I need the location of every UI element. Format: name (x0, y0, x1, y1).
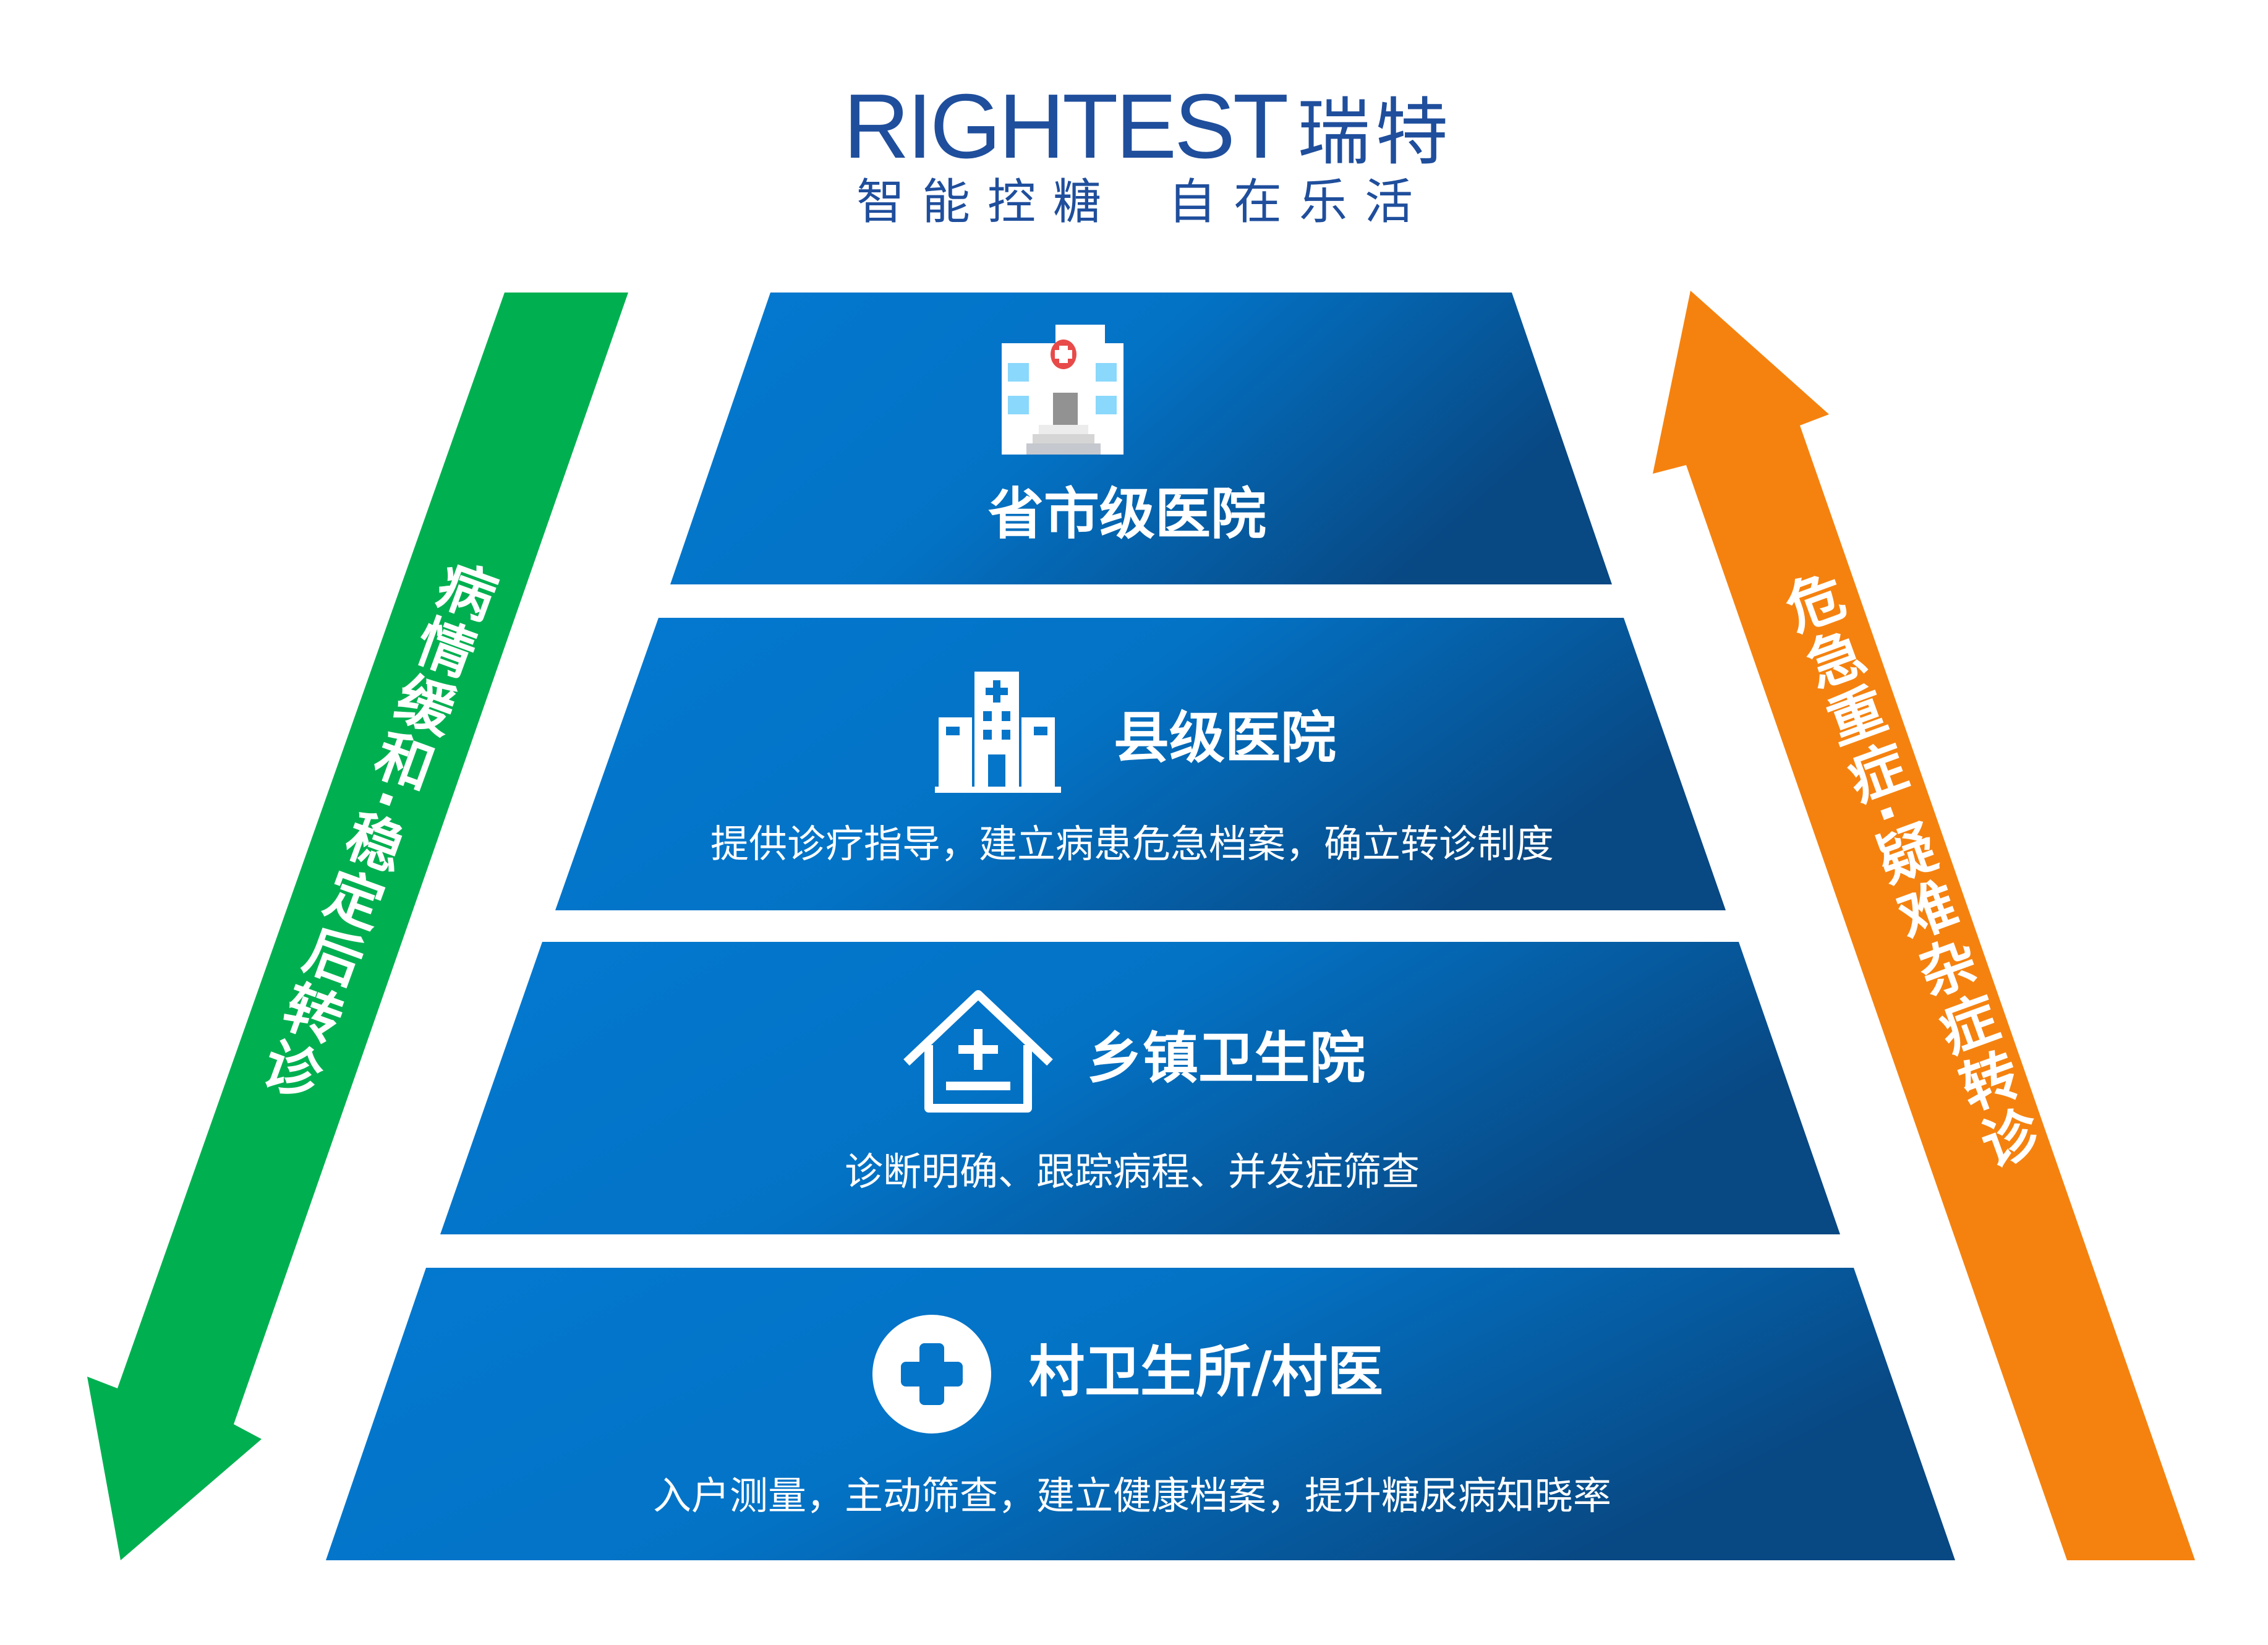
tier-3-description: 诊断明确、跟踪病程、并发症筛查 (844, 1149, 1420, 1194)
county-hospital-icon (935, 672, 1061, 793)
tier-4-title: 村卫生所/村医 (1029, 1340, 1383, 1404)
tier-4-description: 入户测量，主动筛查，建立健康档案，提升糖尿病知晓率 (652, 1473, 1612, 1518)
brand-name-cn: 瑞特 (1297, 90, 1454, 175)
medical-cross-circle-icon (872, 1315, 991, 1434)
up-referral-arrow (1653, 291, 2195, 1560)
brand-name: RIGHTEST (843, 75, 1289, 177)
tagline-part-2: 自在乐活 (1168, 174, 1431, 230)
tier-township (440, 942, 1840, 1234)
tier-3-title: 乡镇卫生院 (1087, 1026, 1365, 1091)
tier-1-title: 省市级医院 (988, 482, 1266, 547)
tier-2-description: 提供诊疗指导，建立病患危急档案，确立转诊制度 (710, 821, 1554, 866)
tier-county (555, 618, 1726, 910)
down-referral-arrow (87, 293, 628, 1560)
health-center-house-icon (903, 990, 1053, 1113)
tier-village (326, 1268, 1955, 1560)
tagline-part-1: 智能控糖 (856, 174, 1119, 230)
hospital-building-icon (1002, 325, 1123, 455)
tier-provincial (670, 293, 1612, 584)
tier-2-title: 县级医院 (1114, 706, 1336, 771)
brand-tagline: 智能控糖自在乐活 (856, 174, 1430, 230)
